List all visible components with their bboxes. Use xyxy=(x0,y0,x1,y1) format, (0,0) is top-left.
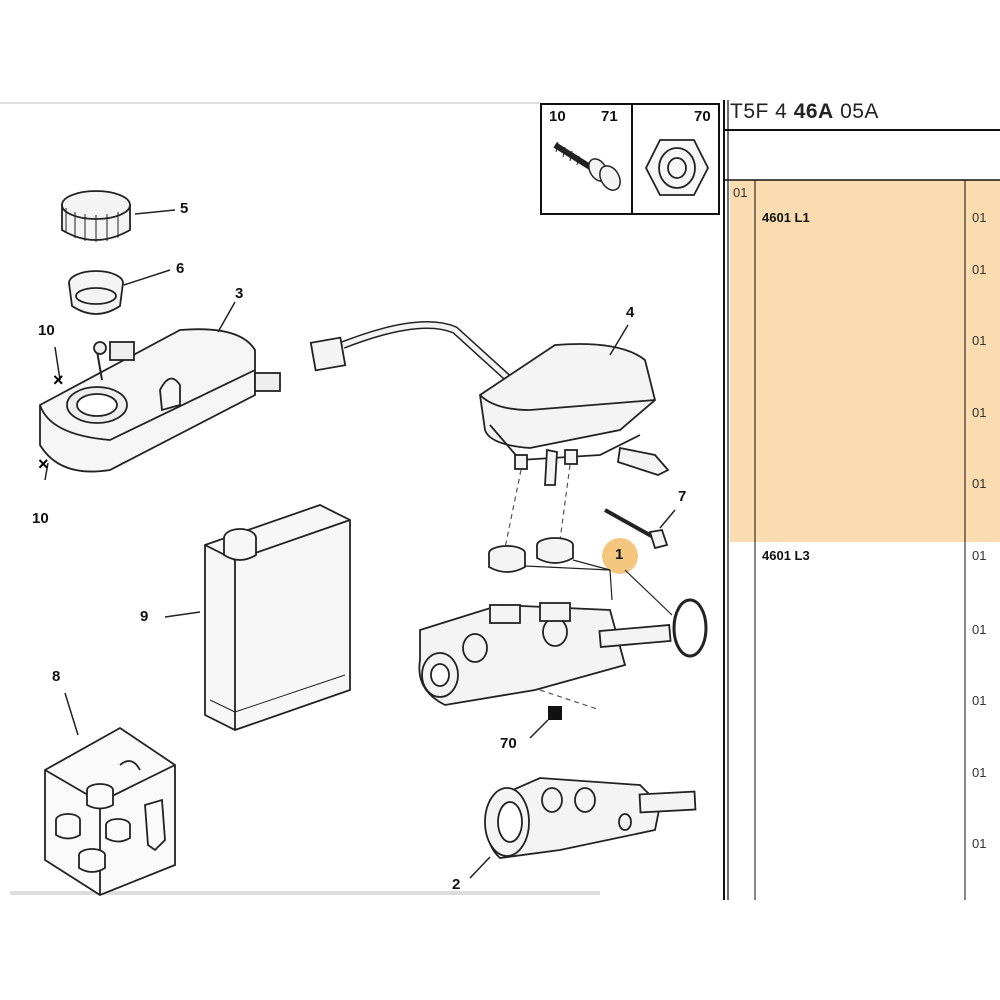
qty-cell: 01 xyxy=(972,262,987,277)
inset-label-71: 71 xyxy=(601,108,618,125)
callout-10-top[interactable]: 10 xyxy=(38,322,55,339)
reservoir-cap xyxy=(61,190,131,242)
callout-8[interactable]: 8 xyxy=(52,668,61,685)
master-cylinder-reservoir xyxy=(479,343,670,486)
qty-cell: 01 xyxy=(972,333,987,348)
svg-text:×: × xyxy=(38,454,49,474)
repair-kit-box xyxy=(44,726,176,897)
qty-cell: 01 xyxy=(972,476,987,491)
qty-cell: 01 xyxy=(972,210,987,225)
inset-label-10: 10 xyxy=(549,108,566,125)
diagram-reference-code: T5F 4 46A 05A xyxy=(730,100,879,124)
callout-9[interactable]: 9 xyxy=(140,608,149,625)
part-ref-row-2[interactable]: 4601 L3 xyxy=(762,548,810,563)
master-cylinder xyxy=(418,602,672,706)
callout-2[interactable]: 2 xyxy=(452,876,461,893)
hardware-inset xyxy=(540,103,720,215)
reservoir-filter xyxy=(68,270,124,315)
part-ref-row-1[interactable]: 4601 L1 xyxy=(762,210,810,225)
callout-3[interactable]: 3 xyxy=(235,285,244,302)
qty-cell: 01 xyxy=(972,765,987,780)
qty-cell: 01 xyxy=(972,548,987,563)
callout-7[interactable]: 7 xyxy=(678,488,687,505)
seals xyxy=(488,537,708,658)
screw-icon xyxy=(553,141,621,191)
fluid-reservoir xyxy=(39,328,281,473)
retaining-pin xyxy=(604,508,669,550)
highlight-band xyxy=(730,180,1000,542)
hose xyxy=(309,321,513,383)
callout-6[interactable]: 6 xyxy=(176,260,185,277)
qty-cell: 01 xyxy=(972,836,987,851)
svg-text:×: × xyxy=(53,370,64,390)
variant-code: 01 xyxy=(733,185,748,200)
qty-cell: 01 xyxy=(972,405,987,420)
qty-cell: 01 xyxy=(972,622,987,637)
reference-suffix: 05A xyxy=(840,100,879,123)
callout-10-bottom[interactable]: 10 xyxy=(32,510,49,527)
callout-highlight-circle xyxy=(602,538,638,574)
inset-label-70: 70 xyxy=(694,108,711,125)
callout-70[interactable]: 70 xyxy=(500,735,517,752)
qty-cell: 01 xyxy=(972,693,987,708)
parts-table-grid xyxy=(723,100,1000,900)
nut-icon xyxy=(644,139,710,196)
square-nut-marker xyxy=(548,706,562,720)
callout-4[interactable]: 4 xyxy=(626,304,635,321)
guide-lines xyxy=(504,464,601,711)
master-cylinder-alt xyxy=(484,777,697,859)
callout-1[interactable]: 1 xyxy=(615,546,624,563)
brake-fluid-can xyxy=(204,504,351,731)
callout-5[interactable]: 5 xyxy=(180,200,189,217)
reference-bold: 46A xyxy=(793,100,834,123)
reference-prefix: T5F 4 xyxy=(730,100,788,123)
callout-1-leaders xyxy=(524,559,673,616)
